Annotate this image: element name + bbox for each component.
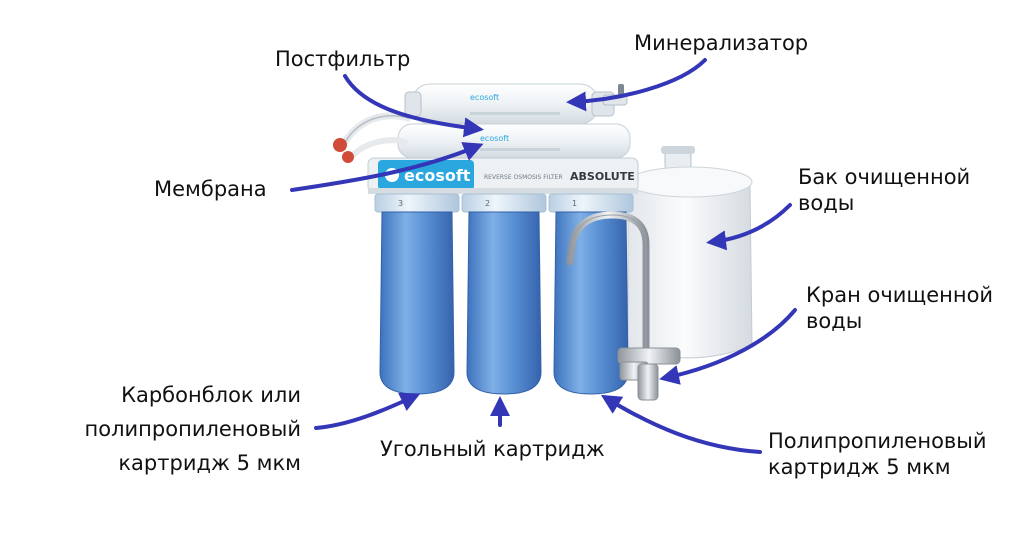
label-faucet: Кран очищенной воды xyxy=(806,282,993,334)
arrow-mineralizer xyxy=(566,58,707,112)
storage-tank xyxy=(627,146,753,359)
label-carbon-block-line3: картридж 5 мкм xyxy=(118,451,301,475)
arrow-postfilter xyxy=(343,74,484,138)
head-subtitle: REVERSE OSMOSIS FILTER xyxy=(484,174,563,181)
label-mineralizer: Минерализатор xyxy=(634,31,809,55)
faucet xyxy=(566,211,681,401)
head-brand: ecosoft xyxy=(404,166,471,185)
label-tank-line1: Бак очищенной xyxy=(798,165,971,189)
label-pp-line1: Полипропиленовый xyxy=(768,429,987,453)
label-faucet-line1: Кран очищенной xyxy=(806,283,994,307)
stage-number: 1 xyxy=(572,199,577,208)
arrow-pp xyxy=(600,394,762,454)
label-coal-cartridge: Угольный картридж xyxy=(380,437,605,461)
label-pp-line2: картридж 5 мкм xyxy=(768,455,951,479)
membrane-brand-mark: ecosoft xyxy=(480,134,509,143)
cartridge-housing-2: 2 xyxy=(461,193,547,395)
label-carbon-block-line2: полипропиленовый xyxy=(84,417,301,441)
tubing xyxy=(333,112,412,163)
label-pp: Полипропиленовый картридж 5 мкм xyxy=(768,428,987,480)
stage-number: 2 xyxy=(485,199,490,208)
cartridge-housing-3: 3 xyxy=(374,193,460,395)
arrow-faucet xyxy=(659,308,797,385)
label-carbon-block: Карбонблок или полипропиленовый картридж… xyxy=(60,378,301,480)
filter-head-plate: ecosoft REVERSE OSMOSIS FILTER ABSOLUTE xyxy=(367,157,639,194)
label-membrane: Мембрана xyxy=(154,177,267,201)
stage-number: 3 xyxy=(398,199,403,208)
label-tank-line2: воды xyxy=(798,191,855,215)
postfilter-brand-mark: ecosoft xyxy=(470,93,499,102)
label-carbon-block-line1: Карбонблок или xyxy=(121,383,301,407)
label-postfilter: Постфильтр xyxy=(275,47,411,71)
head-model: ABSOLUTE xyxy=(570,170,635,183)
arrow-membrane xyxy=(290,142,484,192)
label-tank: Бак очищенной воды xyxy=(798,164,970,216)
label-faucet-line2: воды xyxy=(806,309,863,333)
callout-arrows xyxy=(290,58,797,454)
arrow-tank xyxy=(706,203,792,251)
arrow-carbon-block xyxy=(314,392,421,430)
